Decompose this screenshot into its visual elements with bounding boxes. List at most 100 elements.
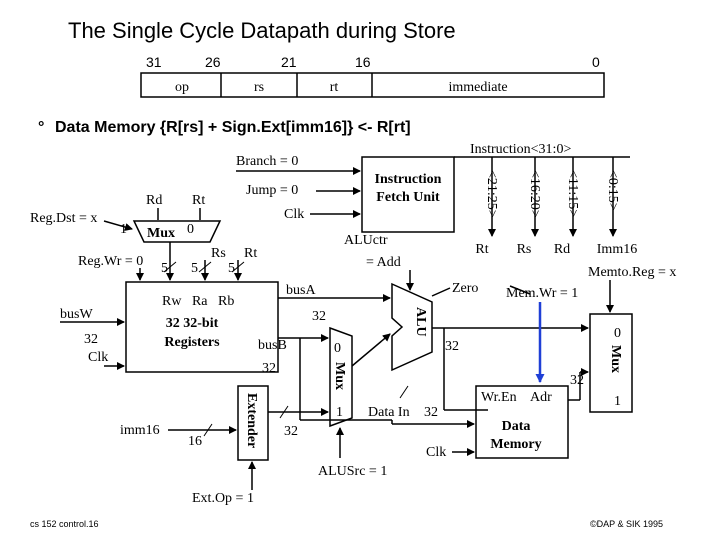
regdst-control: Reg.Dst = x — [30, 211, 97, 226]
memtoreg-mux-one: 1 — [614, 394, 621, 409]
rw-width: 5 — [161, 261, 168, 276]
data-memory: Mem.Wr = 1 Wr.En Adr Data Memory Data In… — [368, 285, 589, 460]
regdst-mux-shape — [132, 220, 222, 243]
regfile-box — [125, 281, 279, 373]
regfile-label-line2: 32 32-bit — [166, 316, 219, 331]
ifu-box — [361, 156, 455, 233]
bit-label-26: 26 — [205, 54, 221, 70]
mem-out-width: 32 — [570, 373, 584, 388]
regdst-mux-input-rt: Rt — [192, 193, 205, 208]
data-memory-wren: Wr.En — [481, 390, 517, 405]
bus-width-tick — [198, 261, 212, 273]
instr-field-rd: Rd — [554, 242, 570, 257]
alusrc-mux: 0 Mux 1 ALUSrc = 1 — [318, 326, 391, 479]
regdst-control-wire — [103, 220, 133, 231]
alusrc-control: ALUSrc = 1 — [318, 464, 387, 479]
extender-box — [237, 385, 269, 461]
footer-course: cs 152 control.16 — [30, 519, 99, 529]
instr-field-0-15: <0:15> — [605, 170, 620, 211]
regfile-clock: Clk — [88, 350, 108, 365]
regwr-control: Reg.Wr = 0 — [78, 254, 143, 269]
alusrc-mux-label: Mux — [332, 362, 347, 390]
data-memory-box — [475, 385, 569, 459]
memwr-control: Mem.Wr = 1 — [506, 286, 578, 301]
regdst-mux-label: Mux — [147, 226, 175, 241]
aluctr-label-line2: = Add — [366, 255, 401, 270]
aluctr-label-line1: ALUctr — [344, 233, 388, 248]
alusrc-mux-zero: 0 — [334, 341, 341, 356]
alu-label: ALU — [413, 307, 428, 337]
bullet-mark: ° — [38, 119, 44, 136]
instruction-fetch-unit: Instruction Fetch Unit Branch = 0 Jump =… — [236, 142, 637, 257]
busB-width: 32 — [262, 361, 276, 376]
extender-label: Extender — [244, 393, 259, 448]
instruction-format: 31 26 21 16 0 op rs rt immediate — [140, 54, 605, 98]
memtoreg-control: Memto.Reg = x — [588, 265, 676, 280]
instr-field-21-25: <21:25> — [484, 170, 499, 218]
ifu-label-line1: Instruction — [375, 172, 442, 187]
ifu-label-line2: Fetch Unit — [376, 190, 440, 205]
instruction-bus-label: Instruction<31:0> — [470, 142, 571, 157]
bus-width-tick — [279, 405, 289, 419]
bullet-text: Data Memory {R[rs] + Sign.Ext[imm16]} <-… — [55, 119, 411, 136]
sign-extender: imm16 16 Extender 32 Ext.Op = 1 — [120, 385, 329, 506]
data-memory-data-in: Data In — [368, 405, 410, 420]
alu: ALU ALUctr = Add Zero 32 — [344, 233, 589, 411]
regdst-mux-one: 1 — [120, 222, 127, 237]
data-memory-label-line1: Data — [502, 419, 531, 434]
imm16-width: 16 — [188, 434, 202, 449]
memtoreg-mux-label: Mux — [608, 345, 623, 373]
alu-out-width: 32 — [445, 339, 459, 354]
data-memory-label-line2: Memory — [490, 437, 541, 452]
jump-control: Jump = 0 — [246, 183, 298, 198]
regdst-mux-input-rd: Rd — [146, 193, 162, 208]
regfile-label-line3: Registers — [164, 335, 220, 350]
busA-width: 32 — [312, 309, 326, 324]
busW-width: 32 — [84, 332, 98, 347]
memtoreg-mux-zero: 0 — [614, 326, 621, 341]
register-file: Rs Rt Reg.Wr = 0 5 5 5 Rw Ra Rb 32 32-bi… — [60, 242, 279, 373]
alusrc-out-wire — [351, 333, 391, 367]
bus-width-tick — [163, 261, 177, 273]
regfile-rs-input: Rs — [211, 246, 226, 261]
zero-wire — [431, 287, 451, 297]
imm16-label: imm16 — [120, 423, 160, 438]
bit-label-31: 31 — [146, 54, 162, 70]
memtoreg-mux: Memto.Reg = x 0 Mux 1 — [588, 265, 676, 413]
bit-label-16: 16 — [355, 54, 371, 70]
ra-width: 5 — [191, 261, 198, 276]
field-op: op — [175, 80, 189, 95]
slide-title: The Single Cycle Datapath during Store — [68, 18, 456, 43]
instr-field-11-15: <11:15> — [565, 170, 580, 217]
data-in-width: 32 — [424, 405, 438, 420]
ifu-clock: Clk — [284, 207, 304, 222]
bit-label-21: 21 — [281, 54, 297, 70]
extender-out-width: 32 — [284, 424, 298, 439]
regfile-rt-input: Rt — [244, 246, 257, 261]
regdst-mux-zero: 0 — [187, 222, 194, 237]
alusrc-mux-one: 1 — [336, 405, 343, 420]
alu-shape — [391, 282, 433, 372]
data-memory-adr: Adr — [530, 390, 552, 405]
bus-width-tick — [231, 261, 245, 273]
field-rs: rs — [254, 80, 264, 95]
instr-field-imm16: Imm16 — [597, 242, 637, 257]
bus-width-tick — [399, 385, 409, 399]
instr-field-16-20: <16:20> — [527, 170, 542, 218]
bus-width-tick — [203, 423, 213, 437]
field-rt: rt — [330, 80, 339, 95]
alusrc-mux-shape — [329, 326, 353, 428]
regfile-ports: Rw Ra Rb — [162, 294, 234, 309]
rb-width: 5 — [228, 261, 235, 276]
memtoreg-mux-shape — [589, 313, 633, 413]
data-memory-clock: Clk — [426, 445, 446, 460]
extop-control: Ext.Op = 1 — [192, 491, 254, 506]
footer-copyright: ©DAP & SIK 1995 — [590, 519, 663, 529]
regdst-mux: Rd Rt 1 Mux 0 Reg.Dst = x — [30, 193, 222, 243]
register-buses: busA 32 busB 32 — [258, 283, 393, 424]
instr-field-rt: Rt — [475, 242, 488, 257]
alu-zero-output: Zero — [452, 281, 478, 296]
busW-label: busW — [60, 307, 93, 322]
